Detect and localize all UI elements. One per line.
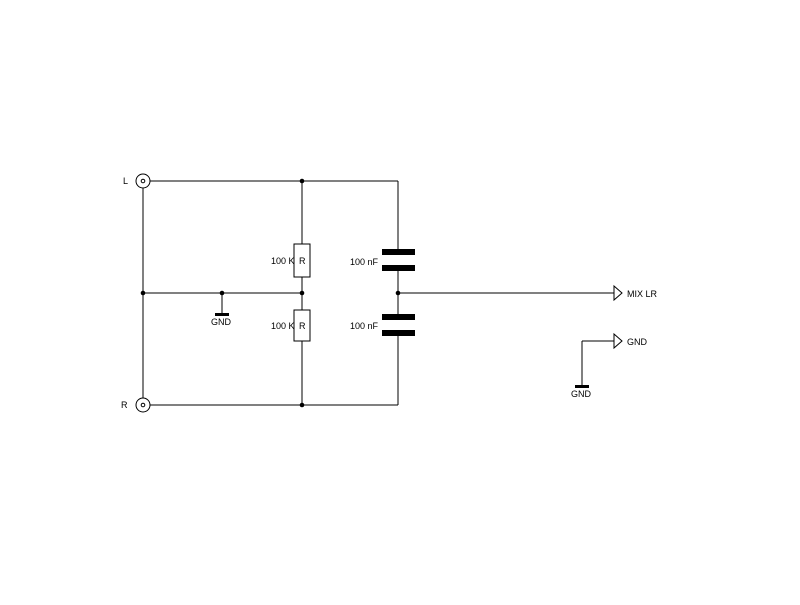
capacitor-bottom-value: 100 nF: [350, 321, 379, 331]
output-port-label: MIX LR: [627, 289, 658, 299]
left-input-connector: [135, 173, 151, 189]
junction-dot: [299, 290, 305, 296]
ground-symbol-junction: [215, 293, 229, 316]
junction-dot: [299, 402, 305, 408]
junction-dot: [299, 178, 305, 184]
junction-dot: [395, 290, 401, 296]
resistor-bottom-value: 100 K: [271, 321, 295, 331]
ground-symbol-output-ref: [575, 385, 589, 388]
capacitor-top-value: 100 nF: [350, 257, 379, 267]
ground-label-output-ref: GND: [571, 389, 592, 399]
gnd-port-label: GND: [627, 337, 648, 347]
resistor-top-value: 100 K: [271, 256, 295, 266]
left-input-label: L: [123, 176, 128, 186]
resistor-top: [293, 243, 311, 278]
resistor-bottom-symbol: R: [299, 321, 306, 331]
capacitor-top: [382, 249, 415, 271]
right-input-connector: [135, 397, 151, 413]
resistor-bottom: [293, 309, 311, 342]
resistor-top-symbol: R: [299, 256, 306, 266]
right-input-label: R: [121, 400, 128, 410]
gnd-port-arrow: [613, 332, 623, 350]
capacitor-bottom: [382, 314, 415, 336]
junction-dot: [140, 290, 146, 296]
ground-label-junction: GND: [211, 317, 232, 327]
output-port-arrow: [613, 284, 623, 302]
